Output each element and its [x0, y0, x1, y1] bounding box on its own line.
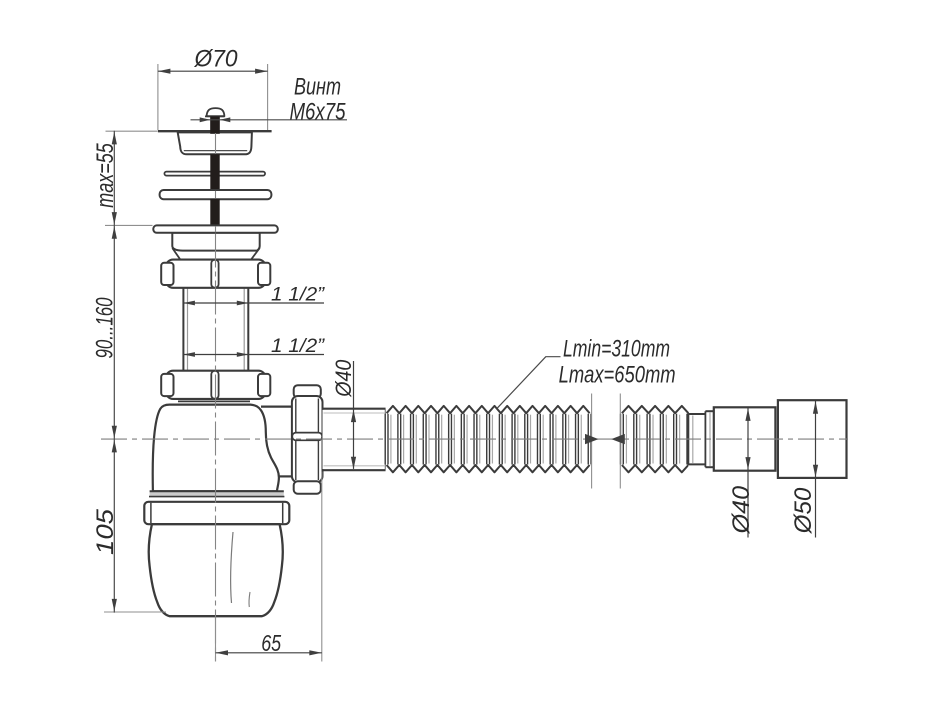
svg-text:Ø50: Ø50 [790, 487, 817, 534]
svg-text:Lmax=650mm: Lmax=650mm [559, 361, 676, 388]
svg-text:1 1/2”: 1 1/2” [271, 284, 326, 306]
svg-text:1 1/2”: 1 1/2” [271, 335, 326, 357]
svg-text:Винт: Винт [294, 74, 341, 101]
svg-text:65: 65 [261, 630, 281, 656]
svg-text:М6х75: М6х75 [290, 98, 346, 125]
svg-text:Ø40: Ø40 [331, 359, 356, 398]
svg-text:Ø40: Ø40 [728, 485, 755, 534]
svg-text:90...160: 90...160 [91, 297, 118, 358]
svg-text:Lmin=310mm: Lmin=310mm [563, 336, 670, 363]
svg-text:105: 105 [92, 508, 119, 555]
svg-text:max=55: max=55 [92, 143, 119, 208]
svg-text:Ø70: Ø70 [194, 46, 239, 73]
